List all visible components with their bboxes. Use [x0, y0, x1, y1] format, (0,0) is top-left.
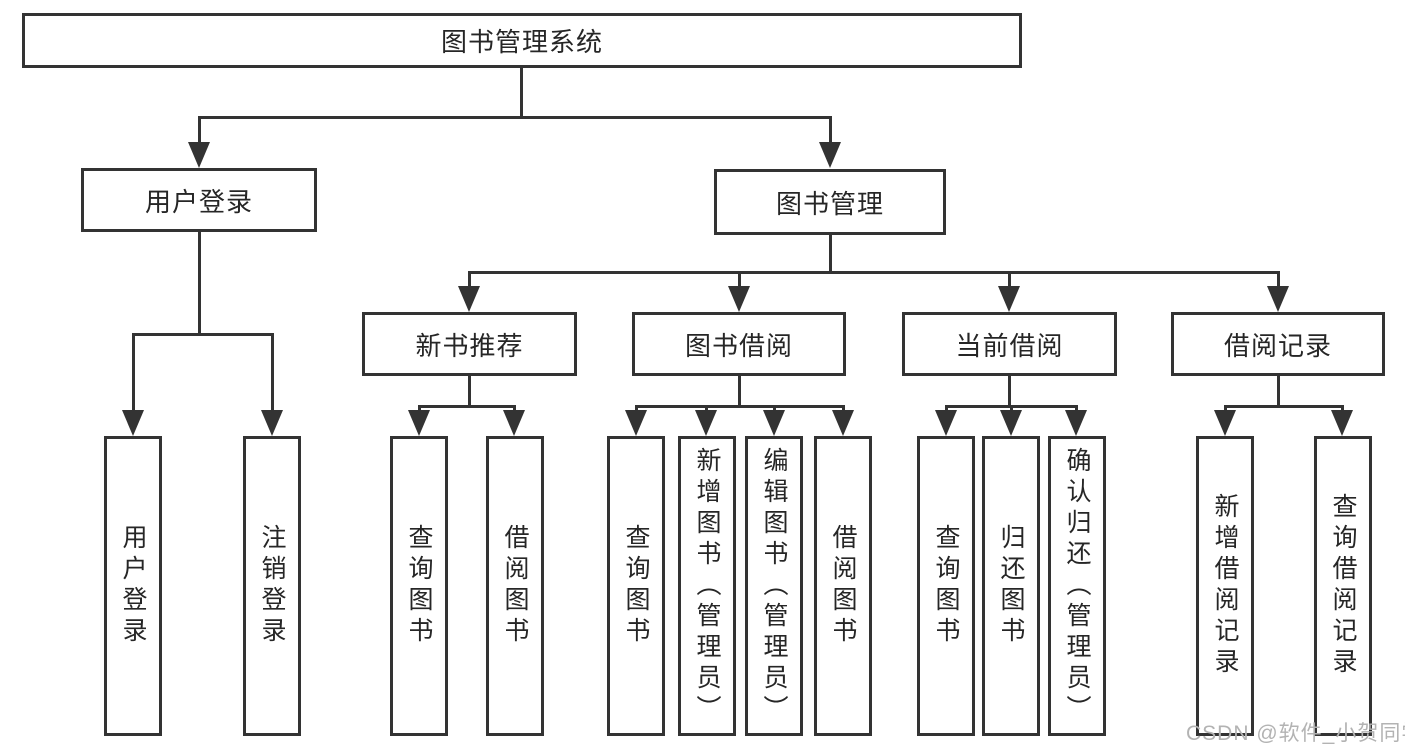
connector-line [1277, 376, 1280, 407]
connector-line [1008, 271, 1011, 288]
connector-line [1341, 405, 1344, 413]
leaf-query-books: 查询图书 [390, 436, 448, 736]
connector-line [271, 333, 274, 412]
leaf-query-borrow-record: 查询借阅记录 [1314, 436, 1372, 736]
connector-line [468, 271, 1279, 274]
connector-line [132, 333, 274, 336]
leaf-edit-books-admin: 编辑图书（管理员） [745, 436, 803, 736]
node-borrowing-records: 借阅记录 [1171, 312, 1385, 376]
node-user-login: 用户登录 [81, 168, 317, 232]
arrowhead-icon [998, 286, 1020, 312]
arrowhead-icon [832, 410, 854, 436]
arrowhead-icon [1000, 410, 1022, 436]
connector-line [198, 232, 201, 335]
arrowhead-icon [695, 410, 717, 436]
leaf-user-login: 用户登录 [104, 436, 162, 736]
connector-line [1010, 405, 1013, 413]
connector-line [1277, 271, 1280, 288]
connector-line [635, 405, 638, 413]
connector-line [1224, 405, 1227, 413]
arrowhead-icon [763, 410, 785, 436]
arrowhead-icon [503, 410, 525, 436]
leaf-logout: 注销登录 [243, 436, 301, 736]
node-new-book-recommend: 新书推荐 [362, 312, 577, 376]
connector-line [132, 333, 135, 412]
arrowhead-icon [261, 410, 283, 436]
leaf-borrow-books: 借阅图书 [486, 436, 544, 736]
connector-line [1224, 405, 1344, 408]
leaf-query-books: 查询图书 [917, 436, 975, 736]
arrowhead-icon [1331, 410, 1353, 436]
connector-line [705, 405, 708, 413]
arrowhead-icon [458, 286, 480, 312]
connector-line [198, 116, 832, 119]
connector-line [418, 405, 421, 413]
connector-line [418, 405, 516, 408]
leaf-query-books: 查询图书 [607, 436, 665, 736]
arrowhead-icon [819, 142, 841, 168]
node-current-borrowing: 当前借阅 [902, 312, 1117, 376]
connector-line [738, 376, 741, 407]
connector-line [738, 271, 741, 288]
connector-line [520, 68, 523, 119]
connector-line [635, 405, 844, 408]
connector-line [1008, 376, 1011, 407]
connector-line [513, 405, 516, 413]
arrowhead-icon [122, 410, 144, 436]
arrowhead-icon [1214, 410, 1236, 436]
arrowhead-icon [935, 410, 957, 436]
connector-line [829, 116, 832, 146]
arrowhead-icon [188, 142, 210, 168]
connector-line [829, 235, 832, 274]
leaf-confirm-return-admin: 确认归还（管理员） [1048, 436, 1106, 736]
leaf-return-books: 归还图书 [982, 436, 1040, 736]
connector-line [468, 271, 471, 288]
connector-line [945, 405, 948, 413]
node-root-library-system: 图书管理系统 [22, 13, 1022, 68]
connector-line [1075, 405, 1078, 413]
leaf-add-borrow-record: 新增借阅记录 [1196, 436, 1254, 736]
arrowhead-icon [408, 410, 430, 436]
connector-line [468, 376, 471, 407]
arrowhead-icon [625, 410, 647, 436]
leaf-add-books-admin: 新增图书（管理员） [678, 436, 736, 736]
node-book-management: 图书管理 [714, 169, 946, 235]
arrowhead-icon [1267, 286, 1289, 312]
connector-line [842, 405, 845, 413]
arrowhead-icon [1065, 410, 1087, 436]
connector-line [773, 405, 776, 413]
csdn-watermark: CSDN @软件_小贺同学 [1186, 722, 1405, 745]
arrowhead-icon [728, 286, 750, 312]
leaf-borrow-books: 借阅图书 [814, 436, 872, 736]
node-book-borrowing: 图书借阅 [632, 312, 846, 376]
connector-line [198, 116, 201, 146]
